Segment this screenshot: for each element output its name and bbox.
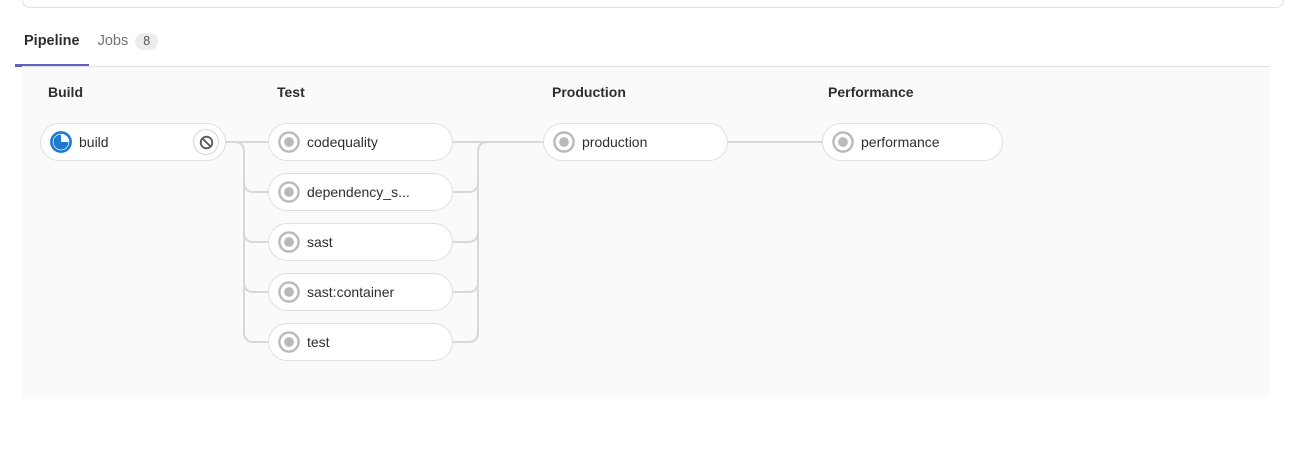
status-created-icon bbox=[278, 231, 300, 253]
stage-header-build: Build bbox=[48, 84, 83, 100]
job-pill-sast-container[interactable]: sast:container bbox=[268, 273, 453, 311]
status-created-icon bbox=[832, 131, 854, 153]
job-pill-sast[interactable]: sast bbox=[268, 223, 453, 261]
status-created-icon bbox=[278, 331, 300, 353]
tab-jobs[interactable]: Jobs 8 bbox=[89, 31, 168, 67]
tab-jobs-label: Jobs bbox=[97, 33, 129, 49]
job-label: dependency_s... bbox=[307, 184, 410, 200]
job-label: sast:container bbox=[307, 284, 395, 300]
stage-header-performance: Performance bbox=[828, 84, 914, 100]
cancel-job-icon bbox=[199, 135, 214, 150]
jobs-count-badge: 8 bbox=[135, 32, 159, 50]
job-label: build bbox=[79, 134, 109, 150]
pipeline-tabs: Pipeline Jobs 8 bbox=[15, 31, 167, 67]
job-pill-performance[interactable]: performance bbox=[822, 123, 1003, 161]
job-label: sast bbox=[307, 234, 333, 250]
job-pill-test[interactable]: test bbox=[268, 323, 453, 361]
job-label: codequality bbox=[307, 134, 378, 150]
job-label: production bbox=[582, 134, 648, 150]
job-pill-build[interactable]: build bbox=[40, 123, 226, 161]
connector-lines bbox=[226, 141, 822, 343]
status-created-icon bbox=[278, 131, 300, 153]
status-created-icon bbox=[278, 181, 300, 203]
tab-pipeline-label: Pipeline bbox=[24, 33, 80, 49]
job-pill-production[interactable]: production bbox=[543, 123, 728, 161]
stage-header-production: Production bbox=[552, 84, 626, 100]
job-pill-codequality[interactable]: codequality bbox=[268, 123, 453, 161]
stage-header-test: Test bbox=[277, 84, 305, 100]
commit-card-bottom-edge bbox=[22, 0, 1284, 8]
status-created-icon bbox=[553, 131, 575, 153]
job-label: test bbox=[307, 334, 330, 350]
status-created-icon bbox=[278, 281, 300, 303]
pipeline-graph: Build Test Production Performance build … bbox=[22, 67, 1270, 397]
tab-pipeline[interactable]: Pipeline bbox=[15, 31, 89, 67]
job-label: performance bbox=[861, 134, 940, 150]
tabs-divider bbox=[22, 66, 1270, 67]
cancel-job-button[interactable] bbox=[193, 129, 219, 155]
job-pill-dependency-scanning[interactable]: dependency_s... bbox=[268, 173, 453, 211]
status-running-icon bbox=[50, 131, 72, 153]
